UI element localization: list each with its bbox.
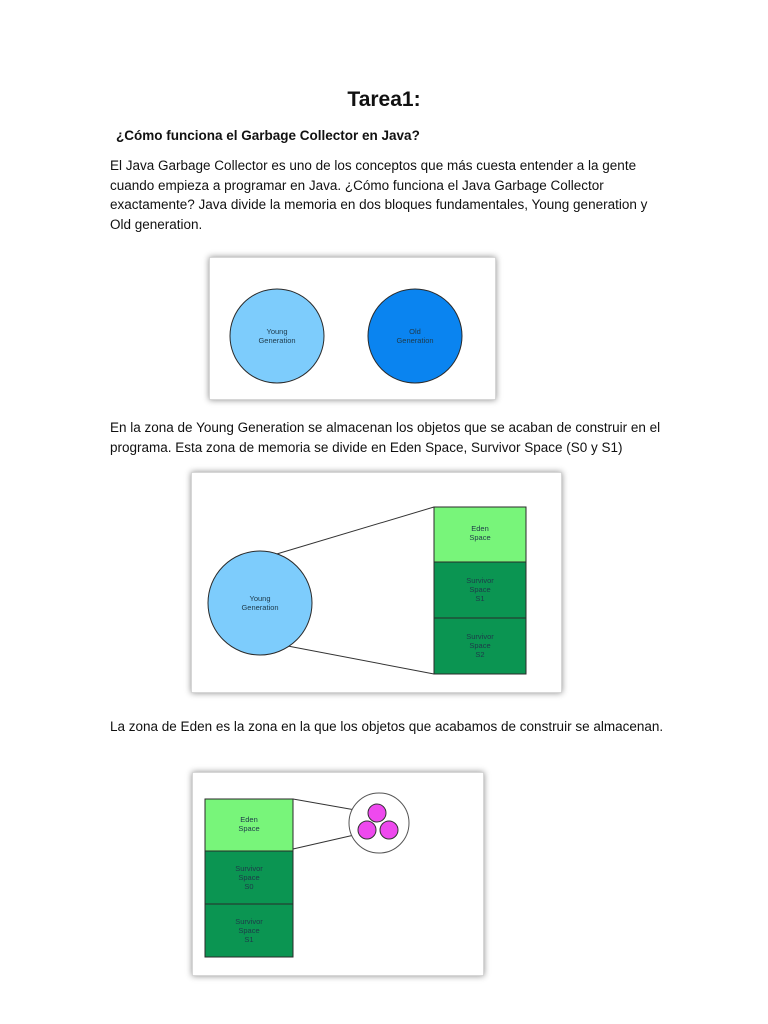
- object-dot-top: [367, 803, 387, 823]
- survivor-s1-label-1: Survivor: [466, 576, 494, 585]
- figure-generations: Young Generation Old Generation: [209, 257, 496, 400]
- paragraph-eden: La zona de Eden es la zona en la que los…: [110, 719, 664, 734]
- objects-zoom-circle: [348, 792, 410, 854]
- connector-line-top: [292, 798, 362, 812]
- generations-diagram: Young Generation Old Generation: [229, 288, 463, 384]
- old-generation-circle: [367, 288, 463, 384]
- survivor-s2-label-2: Space: [469, 641, 490, 650]
- young-generation-label-2: Generation: [258, 336, 295, 345]
- section-subtitle: ¿Cómo funciona el Garbage Collector en J…: [116, 128, 420, 143]
- eden-space-label-1: Eden: [240, 815, 258, 824]
- survivor-s0-label-1: Survivor: [235, 864, 263, 873]
- young-zones-diagram: Young Generation Eden Space Survivor Spa…: [207, 506, 527, 675]
- survivor-s1-label-2: Space: [469, 585, 490, 594]
- eden-space-block: [433, 506, 527, 563]
- figure-young-generation-zones: Young Generation Eden Space Survivor Spa…: [191, 472, 562, 693]
- survivor-s2-block: [433, 617, 527, 675]
- survivor-s0-block: [204, 850, 294, 905]
- survivor-s1-label-3: S1: [475, 594, 484, 603]
- figure-eden-objects: Eden Space Survivor Space S0 Survivor Sp…: [192, 772, 484, 976]
- old-generation-label-2: Generation: [396, 336, 433, 345]
- eden-objects-diagram: Eden Space Survivor Space S0 Survivor Sp…: [204, 792, 410, 958]
- eden-space-label-1: Eden: [471, 524, 489, 533]
- survivor-s1-label-2: Space: [238, 926, 259, 935]
- page-title: Tarea1:: [347, 88, 421, 111]
- connector-line-bottom: [271, 642, 435, 675]
- object-dot-left: [357, 820, 377, 840]
- young-generation-label-2: Generation: [241, 603, 278, 612]
- young-generation-label-1: Young: [250, 594, 271, 603]
- connector-line-top: [269, 506, 435, 557]
- survivor-s2-label-1: Survivor: [466, 632, 494, 641]
- object-dot-right: [379, 820, 399, 840]
- eden-space-block: [204, 798, 294, 852]
- eden-space-label-2: Space: [238, 824, 259, 833]
- paragraph-intro: El Java Garbage Collector es uno de los …: [110, 158, 648, 232]
- survivor-s1-block: [204, 903, 294, 958]
- survivor-s2-label-3: S2: [475, 650, 484, 659]
- survivor-s0-label-3: S0: [244, 882, 253, 891]
- old-generation-label-1: Old: [409, 327, 421, 336]
- young-generation-label-1: Young: [267, 327, 288, 336]
- young-generation-circle: [207, 550, 313, 656]
- eden-space-label-2: Space: [469, 533, 490, 542]
- survivor-s0-label-2: Space: [238, 873, 259, 882]
- survivor-s1-label-3: S1: [244, 935, 253, 944]
- survivor-s1-label-1: Survivor: [235, 917, 263, 926]
- young-generation-circle: [229, 288, 325, 384]
- paragraph-young-generation: En la zona de Young Generation se almace…: [110, 420, 661, 455]
